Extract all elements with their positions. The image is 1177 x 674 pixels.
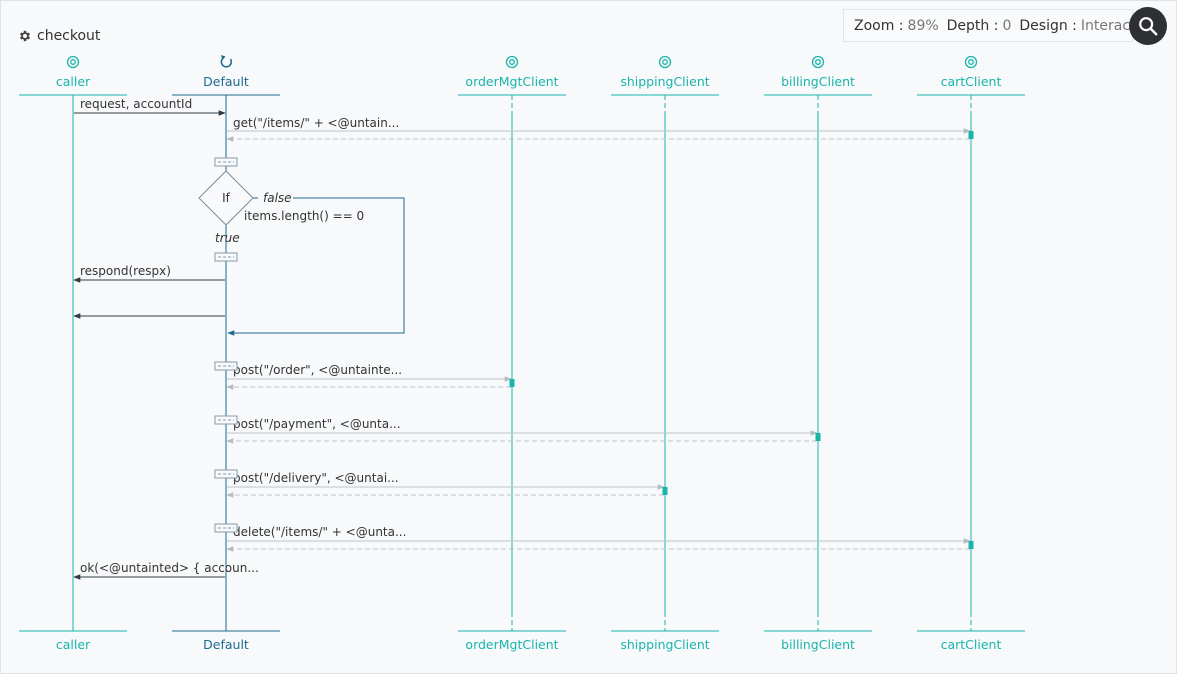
participant-shippingclient[interactable]: shippingClient shippingClient — [611, 55, 719, 653]
activation-bar — [968, 131, 974, 139]
refresh-icon-head — [221, 55, 226, 60]
collapse-toggle[interactable] — [214, 469, 238, 479]
gear-icon — [19, 30, 31, 42]
message-label: delete("/items/" + <@unta... — [233, 525, 406, 539]
participant-label-top: cartClient — [941, 74, 1002, 89]
message-label: respond(respx) — [80, 264, 171, 278]
diagram-title: checkout — [18, 28, 100, 44]
zoom-label: Zoom : — [854, 17, 904, 34]
participant-label-top: shippingClient — [620, 74, 709, 89]
activation-bar — [662, 487, 668, 495]
endpoint-icon-outer — [811, 55, 825, 69]
endpoint-icon-outer — [66, 55, 80, 69]
if-keyword: If — [222, 191, 231, 205]
endpoint-icon-inner — [662, 59, 668, 65]
participant-label-top: orderMgtClient — [465, 74, 558, 89]
endpoint-icon-outer — [505, 55, 519, 69]
message-delete-items[interactable]: delete("/items/" + <@unta... — [226, 525, 974, 552]
message-label: post("/order", <@untainte... — [233, 363, 402, 377]
endpoint-icon-inner — [509, 59, 515, 65]
depth-label: Depth : — [946, 17, 999, 34]
message-label: request, accountId — [80, 97, 192, 111]
endpoint-icon-outer — [658, 55, 672, 69]
participant-label-bottom: Default — [203, 637, 249, 652]
participant-caller[interactable]: caller caller — [19, 55, 127, 653]
activation-bar — [509, 379, 515, 387]
endpoint-icon-outer — [964, 55, 978, 69]
endpoint-icon-inner — [968, 59, 974, 65]
if-condition-text: items.length() == 0 — [244, 209, 364, 223]
endpoint-icon — [658, 55, 672, 69]
endpoint-icon-inner — [815, 59, 821, 65]
message-label: ok(<@untainted> { accoun... — [80, 561, 259, 575]
false-branch-line — [227, 197, 405, 336]
message-label: get("/items/" + <@untain... — [233, 116, 399, 130]
participant-billingclient[interactable]: billingClient billingClient — [764, 55, 872, 653]
message-ok[interactable]: ok(<@untainted> { accoun... — [73, 561, 259, 580]
participant-cartclient[interactable]: cartClient cartClient — [917, 55, 1025, 653]
message-get-items[interactable]: get("/items/" + <@untain... — [226, 116, 974, 142]
participant-label-bottom: cartClient — [941, 637, 1002, 652]
depth-value[interactable]: 0 — [1002, 17, 1012, 34]
participant-label-bottom: shippingClient — [620, 637, 709, 652]
refresh-icon — [220, 55, 233, 68]
participant-label-bottom: caller — [56, 637, 91, 652]
participant-label-top: Default — [203, 74, 249, 89]
search-button[interactable] — [1129, 7, 1167, 45]
collapse-toggle[interactable] — [214, 361, 238, 371]
true-label: true — [215, 231, 240, 245]
endpoint-icon — [811, 55, 825, 69]
message-post-order[interactable]: post("/order", <@untainte... — [226, 363, 515, 390]
diagram-title-text: checkout — [37, 28, 101, 44]
activation-bar — [968, 541, 974, 549]
message-post-delivery[interactable]: post("/delivery", <@untai... — [226, 471, 668, 498]
participant-label-top: billingClient — [781, 74, 855, 89]
collapse-toggle[interactable] — [214, 415, 238, 425]
search-icon — [1139, 17, 1158, 36]
message-label: post("/delivery", <@untai... — [233, 471, 399, 485]
message-post-payment[interactable]: post("/payment", <@unta... — [226, 417, 821, 444]
participant-ordermgtclient[interactable]: orderMgtClient orderMgtClient — [458, 55, 566, 653]
message-label: post("/payment", <@unta... — [233, 417, 401, 431]
participant-label-bottom: billingClient — [781, 637, 855, 652]
participant-label-bottom: orderMgtClient — [465, 637, 558, 652]
collapse-toggle[interactable] — [214, 252, 238, 262]
if-diamond[interactable] — [198, 170, 254, 226]
message-respond[interactable]: respond(respx) — [73, 264, 225, 283]
zoom-toolbar: Zoom : 89% Depth : 0 Design : Interactio… — [843, 9, 1157, 42]
endpoint-icon — [964, 55, 978, 69]
message-request[interactable]: request, accountId — [74, 97, 226, 116]
endpoint-icon-inner — [70, 59, 76, 65]
collapse-toggle[interactable] — [214, 523, 238, 533]
zoom-value[interactable]: 89% — [907, 17, 939, 34]
false-label: false — [263, 191, 292, 205]
refresh-icon-arc — [220, 56, 233, 68]
endpoint-icon — [505, 55, 519, 69]
design-label: Design : — [1019, 17, 1077, 34]
activation-bar — [815, 433, 821, 441]
collapse-toggle[interactable] — [214, 157, 238, 167]
participant-label-top: caller — [56, 74, 91, 89]
endpoint-icon — [66, 55, 80, 69]
